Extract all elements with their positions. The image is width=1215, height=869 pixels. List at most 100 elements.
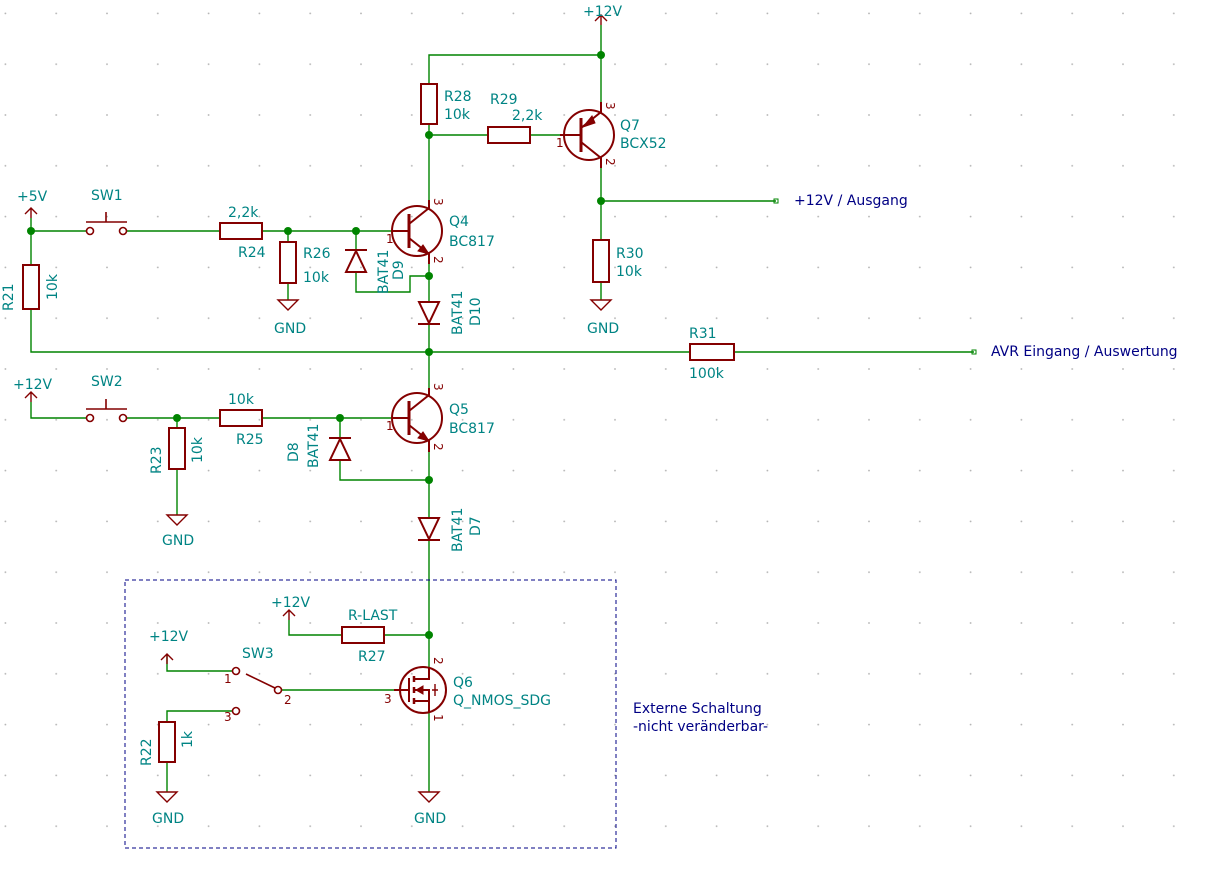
resistor-r26: R26 10k [279,241,331,286]
transistor-q5: 1 3 2 Q5 BC817 [386,383,495,452]
q7-pin2: 2 [603,158,617,166]
resistor-r22: R22 1k [139,721,196,766]
resistor-r28: R28 10k [420,83,472,125]
resistor-r29: R29 2,2k [487,92,543,144]
q7-pin1: 1 [556,136,564,150]
gnd-r22: GND [152,791,184,827]
r21-value: 10k [45,273,61,300]
note-line1: Externe Schaltung [633,701,762,717]
net-label-out12: +12V / Ausgang [773,193,908,209]
resistor-r27: R-LAST R27 [341,608,398,665]
q6-ref: Q6 [453,675,473,691]
sw3-pin1: 1 [224,672,232,686]
gnd-r30: GND [587,299,619,337]
resistor-r21: R21 10k [1,264,61,311]
r27-ref: R27 [358,649,386,665]
r30-value: 10k [616,264,643,280]
power-5v: +5V [17,189,48,218]
r26-value: 10k [303,270,330,286]
r23-value: 10k [190,436,206,463]
gnd-r23: GND [162,514,194,549]
power-12v-sw2: +12V [13,377,53,402]
transistor-q4: 1 3 2 Q4 BC817 [386,198,495,264]
r31-ref: R31 [689,326,717,342]
resistor-r24: 2,2k R24 [219,205,266,261]
q4-pin1: 1 [386,232,394,246]
resistor-r31: R31 100k [689,326,735,382]
power-12v-rlast-label: +12V [271,595,311,611]
r28-value: 10k [444,107,471,123]
gnd-r23-label: GND [162,533,194,549]
diode-d8: D8 BAT41 [286,424,352,468]
r27-value: R-LAST [348,608,398,624]
d10-value: BAT41 [450,291,466,335]
q7-value: BCX52 [620,136,667,152]
sw3-pin3: 3 [224,710,232,724]
gnd-r26: GND [274,299,306,337]
d7-ref: D7 [468,516,484,536]
gnd-r30-label: GND [587,321,619,337]
r24-ref: R24 [238,245,266,261]
power-12v-sw3: +12V [149,629,189,664]
power-12v-top-label: +12V [583,4,623,20]
d10-ref: D10 [468,297,484,326]
diode-d9: BAT41 D9 [344,248,407,294]
q4-pin2: 2 [431,256,445,264]
gnd-r22-label: GND [152,811,184,827]
diode-d7: BAT41 D7 [417,508,484,552]
r24-value: 2,2k [228,205,259,221]
q5-pin2: 2 [431,443,445,451]
gnd-q6: GND [414,791,446,827]
transistor-q6: 3 2 1 Q6 Q_NMOS_SDG [384,657,551,722]
r30-ref: R30 [616,246,644,262]
d7-value: BAT41 [450,508,466,552]
switch-sw2: SW2 [85,374,128,423]
r25-ref: R25 [236,432,264,448]
sw3-pin2: 2 [284,693,292,707]
sw2-ref: SW2 [91,374,123,390]
r22-ref: R22 [139,738,155,766]
q5-value: BC817 [449,421,495,437]
r26-ref: R26 [303,246,331,262]
power-12v-sw2-label: +12V [13,377,53,393]
d8-value: BAT41 [306,424,322,468]
d8-ref: D8 [286,442,302,462]
power-12v-sw3-label: +12V [149,629,189,645]
r29-ref: R29 [490,92,518,108]
q6-pin3: 3 [384,692,392,706]
switch-sw1: SW1 [85,188,128,236]
power-5v-label: +5V [17,189,48,205]
gnd-q6-label: GND [414,811,446,827]
q7-ref: Q7 [620,118,640,134]
switch-sw3: SW3 1 2 3 [224,646,292,724]
q4-pin3: 3 [431,198,445,206]
resistor-r25: 10k R25 [219,392,264,448]
d9-value: BAT41 [376,250,392,294]
net-label-avr: AVR Eingang / Auswertung [971,344,1178,360]
q4-ref: Q4 [449,214,469,230]
r29-value: 2,2k [512,108,543,124]
transistor-q7: 1 3 2 Q7 BCX52 [556,102,667,168]
power-12v-rlast: +12V [271,595,311,620]
r25-value: 10k [228,392,255,408]
r28-ref: R28 [444,89,472,105]
sw1-ref: SW1 [91,188,123,204]
r22-value: 1k [180,730,196,748]
resistor-r23: R23 10k [149,427,206,474]
q5-pin3: 3 [431,383,445,391]
d9-ref: D9 [391,260,407,280]
gnd-r26-label: GND [274,321,306,337]
q4-value: BC817 [449,234,495,250]
note-line2: -nicht veränderbar- [633,719,768,735]
r21-ref: R21 [1,283,17,311]
q6-pin1: 1 [431,714,445,722]
q5-pin1: 1 [386,419,394,433]
q6-value: Q_NMOS_SDG [453,693,551,709]
q6-pin2: 2 [431,657,445,665]
q7-pin3: 3 [603,102,617,110]
r23-ref: R23 [149,446,165,474]
r31-value: 100k [689,366,725,382]
power-12v-top: +12V [583,4,623,25]
